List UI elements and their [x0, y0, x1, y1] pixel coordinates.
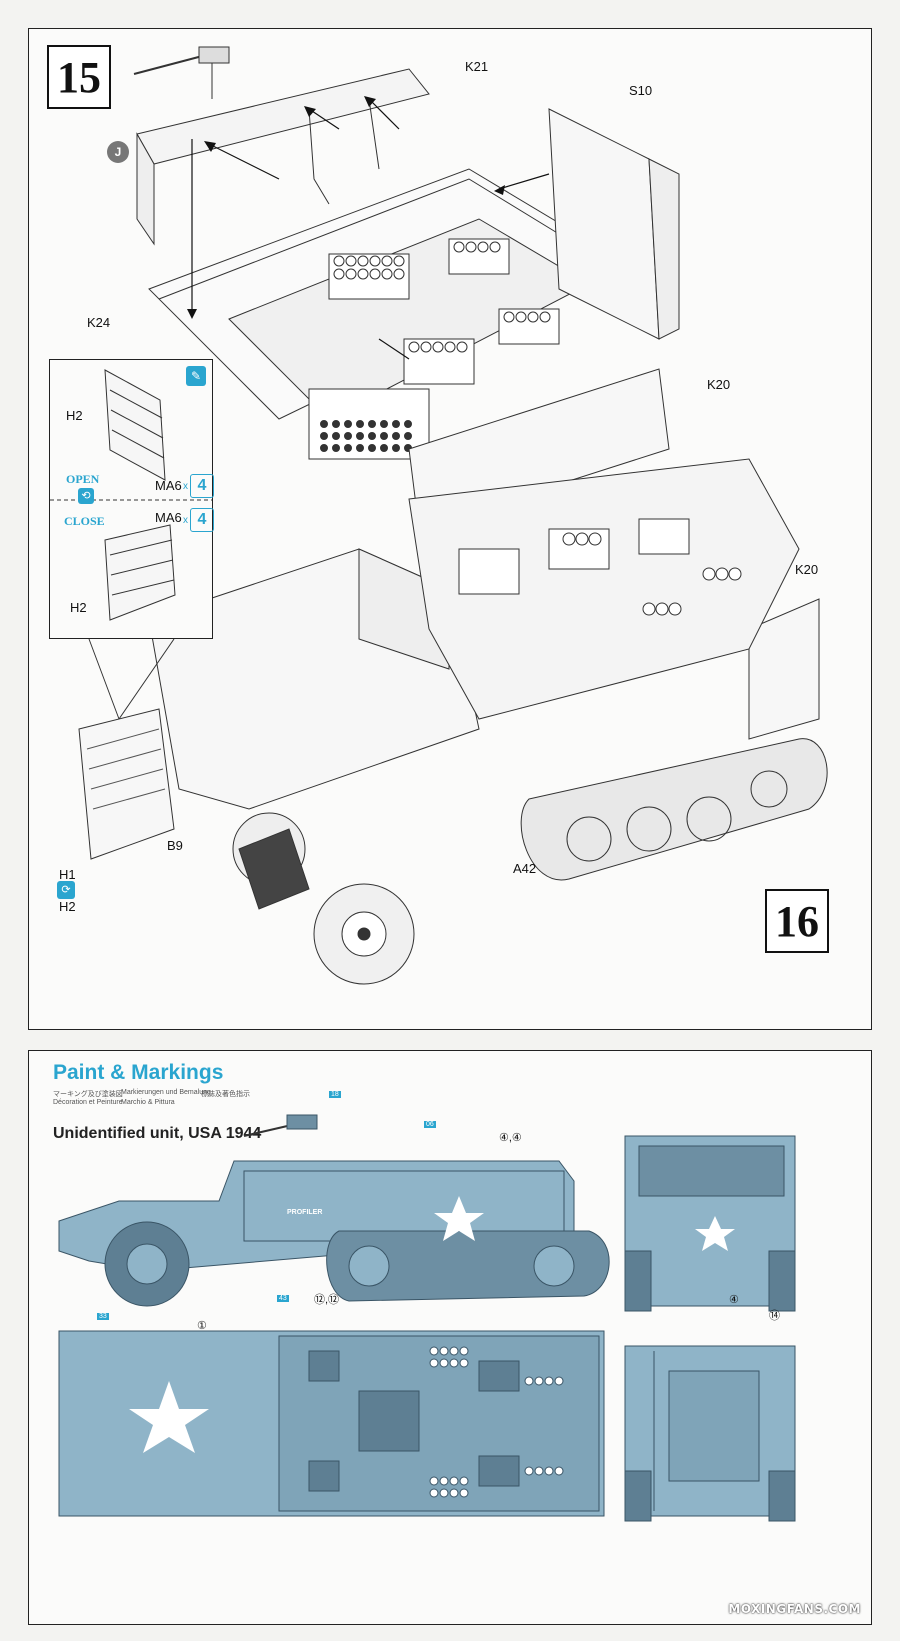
- paint-code-wheel-chip: 33: [97, 1313, 109, 1320]
- part-j-badge: J: [107, 141, 129, 163]
- paint-code-side-chip: 43: [277, 1295, 289, 1302]
- part-k21: K21: [465, 59, 489, 74]
- part-k20-top: K20: [707, 377, 731, 392]
- part-h1: H1: [59, 867, 76, 882]
- qty-prefix: x: [183, 480, 188, 492]
- paint-title: Paint & Markings: [53, 1061, 224, 1084]
- assembly-panel: 15 16: [28, 28, 872, 1030]
- paint-code-gun: 18: [329, 1091, 341, 1098]
- quantity-top: x 4: [183, 474, 214, 498]
- part-h2-side: H2: [59, 899, 76, 914]
- qty-badge-top: 4: [190, 474, 214, 498]
- quantity-bottom: x 4: [183, 508, 214, 532]
- step-number-16: 16: [765, 889, 829, 953]
- open-close-inset: H2 MA6 x 4 OPEN ⟲ CLOSE MA6 x 4 H2 ✎: [49, 359, 214, 639]
- assembly-drawing: [78, 46, 828, 985]
- subtitle-de: Markierungen und Bemalung: [121, 1089, 211, 1096]
- marking-4-4: ④,④: [499, 1132, 522, 1144]
- part-k24: K24: [87, 315, 111, 330]
- part-ma6-bottom: MA6: [155, 510, 182, 525]
- part-b9: B9: [167, 838, 183, 853]
- subtitle-it: Marchio & Pittura: [121, 1099, 175, 1106]
- rotate-icon: ⟲: [78, 488, 94, 504]
- watermark-logo: MOXINGFANS.COM: [728, 1602, 861, 1616]
- paint-code-body-chip: 06: [424, 1121, 436, 1128]
- open-label: OPEN: [66, 472, 100, 486]
- part-k20-right: K20: [795, 562, 819, 577]
- paint-markings-panel: Paint & Markings マーキング及び塗装図 Markierungen…: [28, 1050, 872, 1625]
- qty-badge-bottom: 4: [190, 508, 214, 532]
- paint-drawings: [58, 1114, 796, 1522]
- part-ma6-top: MA6: [155, 478, 182, 493]
- close-label: CLOSE: [64, 514, 105, 528]
- paint-code-body: 06: [424, 1121, 436, 1128]
- profiler-marking: PROFILER: [287, 1209, 323, 1216]
- flip-icon: ⟳: [57, 881, 75, 899]
- qty-prefix-2: x: [183, 514, 188, 526]
- subtitle-jp: マーキング及び塗装図: [53, 1091, 123, 1098]
- unit-title: Unidentified unit, USA 1944: [53, 1125, 262, 1142]
- part-h2-bottom: H2: [70, 600, 87, 615]
- subtitle-fr: Décoration et Peinture: [53, 1099, 123, 1106]
- subtitle-cn: 標誌及著色指示: [201, 1091, 250, 1098]
- step-number-15: 15: [47, 45, 111, 109]
- part-h2-top: H2: [66, 408, 83, 423]
- paint-code-side: 43: [277, 1295, 289, 1302]
- part-a42: A42: [513, 861, 537, 876]
- marking-14: ⑭: [769, 1310, 780, 1322]
- paint-code-gun-chip: 18: [329, 1091, 341, 1098]
- marking-1: ①: [197, 1320, 207, 1332]
- inset-drawing: [50, 369, 212, 621]
- marking-12-12: ⑫,⑫: [314, 1294, 340, 1306]
- marking-4: ④: [729, 1294, 739, 1306]
- part-s10: S10: [629, 83, 653, 98]
- paint-code-wheel: 33: [97, 1313, 109, 1320]
- glue-brush-icon: ✎: [186, 366, 206, 386]
